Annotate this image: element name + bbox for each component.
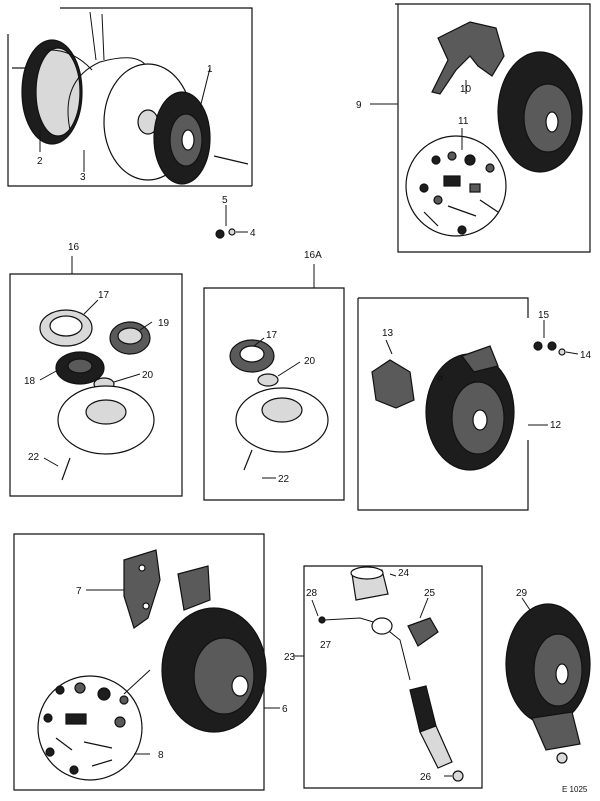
callout-19: 19 [158, 318, 170, 329]
callout-28: 28 [306, 588, 318, 599]
group-horn-6: 7 6 8 [13, 533, 288, 791]
callout-23: 23 [284, 652, 296, 663]
callout-15: 15 [538, 310, 550, 321]
callout-17-b: 17 [266, 330, 278, 341]
callout-25: 25 [424, 588, 436, 599]
callout-10: 10 [460, 84, 472, 95]
callout-17-a: 17 [98, 290, 110, 301]
group-horn-12: 13 12 15 14 [357, 297, 592, 511]
callout-16A: 16A [304, 250, 322, 261]
group-horn-assembly-1: 1 2 3 4 5 [7, 7, 256, 239]
callout-12: 12 [550, 420, 562, 431]
callout-26: 26 [420, 772, 432, 783]
callout-27: 27 [320, 640, 332, 651]
callout-11: 11 [458, 116, 469, 127]
callout-2: 2 [37, 156, 43, 167]
callout-8: 8 [158, 750, 164, 761]
callout-24: 24 [398, 568, 410, 579]
callout-13: 13 [382, 328, 394, 339]
group-16: 16 17 19 18 20 22 [9, 242, 183, 497]
callout-16: 16 [68, 242, 80, 253]
callout-18: 18 [24, 376, 36, 387]
callout-14: 14 [580, 350, 592, 361]
callout-4: 4 [250, 228, 256, 239]
callout-20-b: 20 [304, 356, 316, 367]
figure-code: E 1025 [562, 785, 588, 794]
callout-20-a: 20 [142, 370, 154, 381]
callout-7: 7 [76, 586, 82, 597]
group-16A: 16A 17 20 22 [203, 250, 345, 501]
callout-5: 5 [222, 195, 228, 206]
mounting-bracket [431, 21, 505, 95]
callout-22-a: 22 [28, 452, 40, 463]
group-23: 23 24 25 28 27 26 [284, 565, 483, 789]
group-horn-assembly-9: 9 10 11 [356, 3, 591, 253]
callout-22-b: 22 [278, 474, 290, 485]
callout-6: 6 [282, 704, 288, 715]
group-horn-29: 29 [505, 588, 591, 764]
callout-9: 9 [356, 100, 362, 111]
callout-3: 3 [80, 172, 86, 183]
callout-29: 29 [516, 588, 528, 599]
callout-1: 1 [207, 64, 213, 75]
